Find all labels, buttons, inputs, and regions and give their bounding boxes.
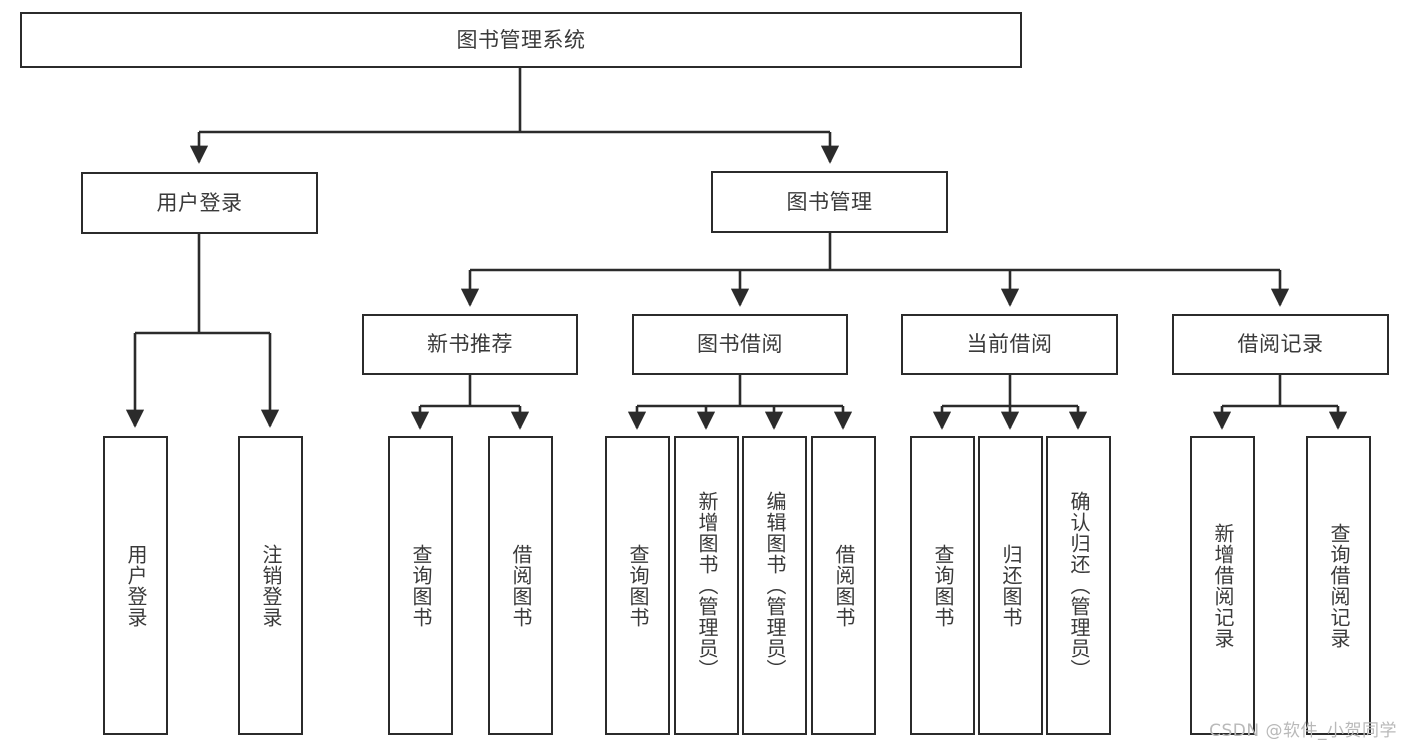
node-leaf-add-borrow-record[interactable]: 新增借阅记录 — [1190, 436, 1255, 735]
node-leaf-borrow-book-1[interactable]: 借阅图书 — [488, 436, 553, 735]
node-leaf-borrow-book-1-label: 借阅图书 — [509, 543, 533, 628]
node-user-login[interactable]: 用户登录 — [81, 172, 318, 234]
node-new-book-recommend-label: 新书推荐 — [427, 332, 513, 357]
node-leaf-logout-login[interactable]: 注销登录 — [238, 436, 303, 735]
node-book-management-label: 图书管理 — [786, 189, 873, 214]
node-leaf-query-book-3[interactable]: 查询图书 — [910, 436, 975, 735]
node-leaf-borrow-book-2[interactable]: 借阅图书 — [811, 436, 876, 735]
node-leaf-add-borrow-record-label: 新增借阅记录 — [1211, 522, 1235, 649]
node-borrow-record-label: 借阅记录 — [1237, 332, 1324, 357]
node-leaf-edit-book-label: 编辑图书（管理员） — [763, 491, 787, 680]
node-leaf-add-book-label: 新增图书（管理员） — [695, 491, 719, 680]
node-leaf-query-borrow-record-label: 查询借阅记录 — [1327, 522, 1351, 649]
node-leaf-logout-login-label: 注销登录 — [259, 543, 283, 628]
node-borrow-record[interactable]: 借阅记录 — [1172, 314, 1389, 375]
node-leaf-query-book-1[interactable]: 查询图书 — [388, 436, 453, 735]
node-root-label: 图书管理系统 — [456, 27, 586, 52]
node-leaf-query-book-1-label: 查询图书 — [409, 543, 433, 628]
node-leaf-borrow-book-2-label: 借阅图书 — [832, 543, 856, 628]
node-leaf-edit-book[interactable]: 编辑图书（管理员） — [742, 436, 807, 735]
node-book-management[interactable]: 图书管理 — [711, 171, 948, 233]
node-leaf-return-book-label: 归还图书 — [999, 543, 1023, 628]
node-current-borrow-label: 当前借阅 — [966, 332, 1053, 357]
node-leaf-confirm-return[interactable]: 确认归还（管理员） — [1046, 436, 1111, 735]
node-user-login-label: 用户登录 — [156, 190, 243, 215]
node-book-borrow-label: 图书借阅 — [697, 332, 783, 357]
node-root[interactable]: 图书管理系统 — [20, 12, 1022, 68]
node-leaf-user-login-label: 用户登录 — [124, 543, 148, 628]
node-leaf-add-book[interactable]: 新增图书（管理员） — [674, 436, 739, 735]
node-leaf-user-login[interactable]: 用户登录 — [103, 436, 168, 735]
node-leaf-query-book-3-label: 查询图书 — [931, 543, 955, 628]
node-book-borrow[interactable]: 图书借阅 — [632, 314, 848, 375]
node-leaf-query-book-2[interactable]: 查询图书 — [605, 436, 670, 735]
node-new-book-recommend[interactable]: 新书推荐 — [362, 314, 578, 375]
node-leaf-return-book[interactable]: 归还图书 — [978, 436, 1043, 735]
node-leaf-confirm-return-label: 确认归还（管理员） — [1067, 491, 1091, 680]
node-leaf-query-borrow-record[interactable]: 查询借阅记录 — [1306, 436, 1371, 735]
node-current-borrow[interactable]: 当前借阅 — [901, 314, 1118, 375]
node-leaf-query-book-2-label: 查询图书 — [626, 543, 650, 628]
